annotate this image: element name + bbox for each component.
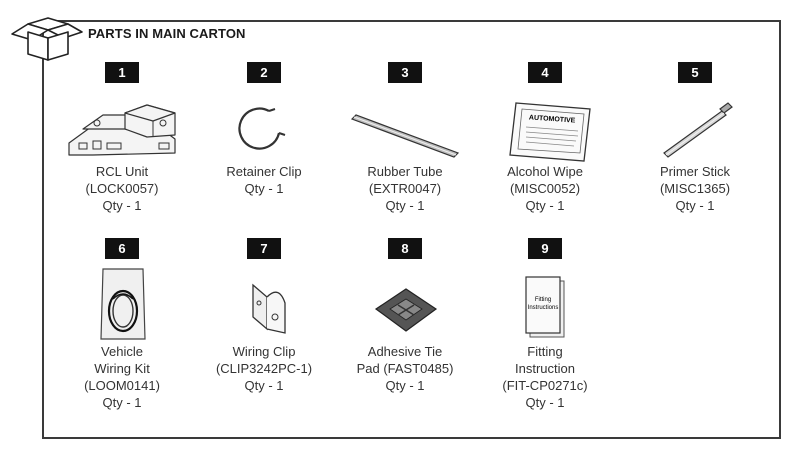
part-qty: Qty - 1 (675, 198, 715, 213)
part-qty: Qty - 1 (385, 378, 425, 393)
part-code: (MISC0052) (509, 181, 581, 196)
booklet-line2: Instructions (528, 305, 559, 311)
part-item: 3 Rubber Tube (EXTR0047) Qty - 1 (330, 62, 480, 214)
part-name: Primer Stick (659, 164, 731, 179)
part-name: Wiring Clip (232, 344, 296, 359)
part-name-line1: Fitting (527, 344, 563, 359)
part-item: 5 Primer Stick (MISC1365) Qty - 1 (620, 62, 770, 214)
part-qty: Qty - 1 (102, 198, 142, 213)
part-code: (MISC1365) (659, 181, 731, 196)
item-number-badge: 8 (388, 238, 422, 259)
part-name: Rubber Tube (367, 164, 443, 179)
instruction-booklet-image: Fitting Instructions (525, 276, 565, 338)
part-item: 9 Fitting Instructions Fitting Instructi… (470, 238, 620, 411)
part-name: Alcohol Wipe (507, 164, 583, 179)
wiring-clip-image (252, 283, 286, 334)
wipe-label-text: AUTOMOTIVE (529, 114, 576, 124)
booklet-line1: Fitting (535, 297, 551, 303)
rubber-tube-image (350, 114, 460, 158)
part-name-line2: Wiring Kit (94, 361, 150, 376)
part-qty: Qty - 1 (244, 181, 284, 196)
item-number-badge: 7 (247, 238, 281, 259)
part-name-line1: Adhesive Tie (367, 344, 443, 359)
part-name-line2: Instruction (515, 361, 575, 376)
part-name-line1: Vehicle (101, 344, 143, 359)
part-item: 2 Retainer Clip Qty - 1 (189, 62, 339, 197)
part-code: (EXTR0047) (368, 181, 442, 196)
part-item: 4 AUTOMOTIVE Alcohol Wipe (MISC0052) Qty… (470, 62, 620, 214)
part-qty: Qty - 1 (385, 198, 425, 213)
wiring-kit-image (100, 268, 146, 340)
rcl-unit-image (68, 104, 176, 156)
part-qty: Qty - 1 (244, 378, 284, 393)
part-qty: Qty - 1 (525, 395, 565, 410)
item-number-badge: 3 (388, 62, 422, 83)
part-code: (LOCK0057) (85, 181, 159, 196)
part-code: (FIT-CP0271c) (502, 378, 588, 393)
part-name-line2: Pad (FAST0485) (356, 361, 454, 376)
part-name: RCL Unit (95, 164, 149, 179)
alcohol-wipe-image: AUTOMOTIVE (509, 102, 591, 162)
part-code: (CLIP3242PC-1) (215, 361, 313, 376)
part-item: 1 RCL Unit (LOCK0057) Qty - 1 (47, 62, 197, 214)
tie-pad-image (374, 288, 438, 332)
item-number-badge: 1 (105, 62, 139, 83)
item-number-badge: 5 (678, 62, 712, 83)
section-title: PARTS IN MAIN CARTON (88, 26, 246, 41)
retainer-clip-image (238, 107, 286, 150)
item-number-badge: 6 (105, 238, 139, 259)
part-name: Retainer Clip (226, 164, 302, 179)
item-number-badge: 9 (528, 238, 562, 259)
part-item: 8 Adhesive Tie Pad (FAST0485) Qty - 1 (330, 238, 480, 394)
item-number-badge: 4 (528, 62, 562, 83)
part-qty: Qty - 1 (525, 198, 565, 213)
carton-frame (42, 20, 781, 439)
primer-stick-image (663, 102, 733, 158)
part-code: (LOOM0141) (84, 378, 160, 393)
item-number-badge: 2 (247, 62, 281, 83)
part-qty: Qty - 1 (102, 395, 142, 410)
open-box-icon (11, 17, 83, 61)
part-item: 7 Wiring Clip (CLIP3242PC-1) Qty - 1 (189, 238, 339, 394)
part-item: 6 Vehicle Wiring Kit (LOOM0141) Qty - 1 (47, 238, 197, 411)
